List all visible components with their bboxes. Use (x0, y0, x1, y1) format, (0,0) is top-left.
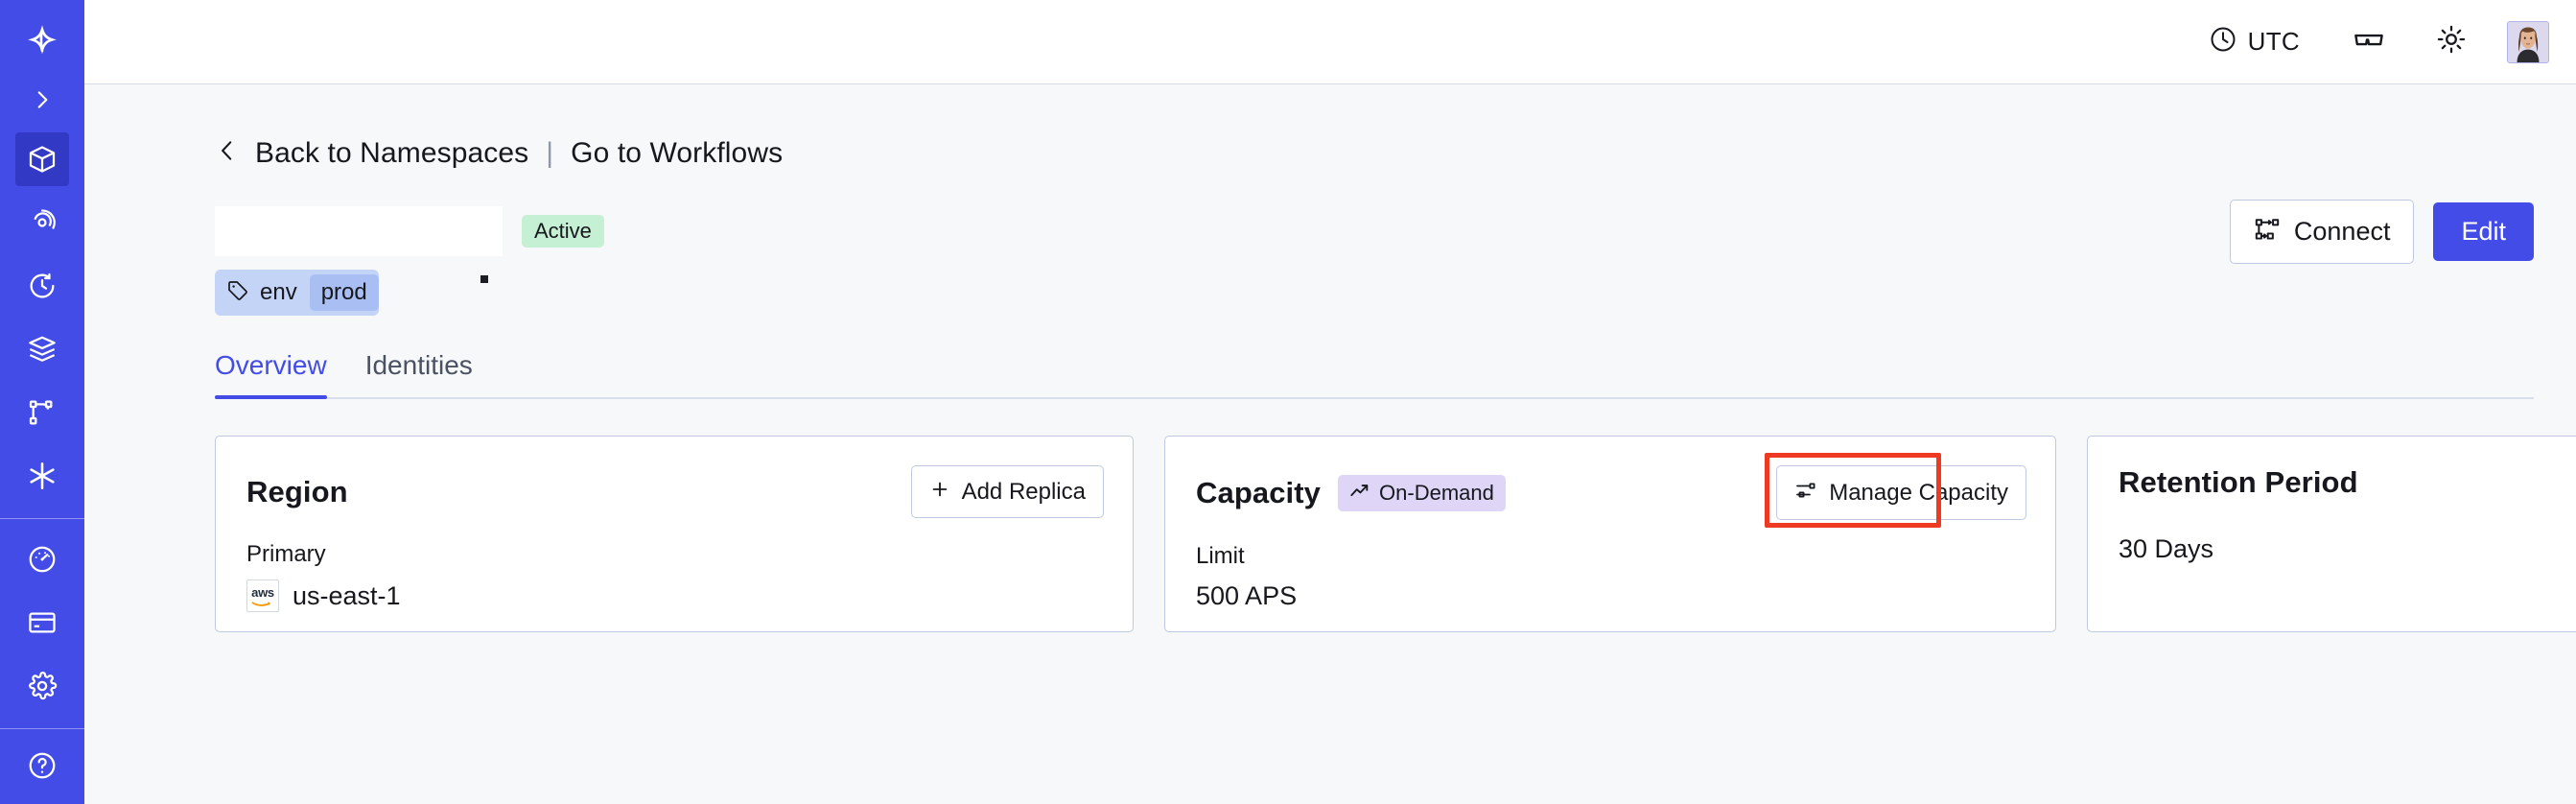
retention-card-header: Retention Period (2119, 465, 2576, 500)
add-replica-label: Add Replica (961, 478, 1086, 505)
topbar: UTC (84, 0, 2576, 84)
sidebar-item-billing[interactable] (15, 596, 69, 650)
retention-card: Retention Period 30 Days (2087, 436, 2576, 632)
glasses-icon (2353, 23, 2385, 60)
credit-card-icon (27, 607, 58, 638)
capacity-card-header: Capacity On-Demand (1196, 453, 2026, 528)
git-branch-icon (27, 397, 58, 428)
glasses-button[interactable] (2342, 15, 2396, 69)
flow-diagram-icon (2254, 216, 2281, 248)
connect-button-label: Connect (2293, 216, 2391, 246)
plus-icon (929, 479, 950, 505)
capacity-card: Capacity On-Demand (1164, 436, 2056, 632)
clock-icon (2209, 25, 2237, 59)
capacity-mode-badge: On-Demand (1338, 474, 1506, 511)
timezone-label: UTC (2247, 27, 2300, 56)
sidebar-item-usage[interactable] (15, 532, 69, 586)
tab-overview[interactable]: Overview (215, 350, 327, 399)
sidebar-item-observability[interactable] (15, 196, 69, 249)
sidebar-secondary-group (15, 523, 69, 713)
sidebar-item-nexus[interactable] (15, 386, 69, 439)
region-value-row: aws us-east-1 (246, 579, 1104, 612)
manage-capacity-label: Manage Capacity (1829, 479, 2008, 506)
timezone-selector[interactable]: UTC (2209, 25, 2300, 59)
namespace-header-row: Active Co (215, 199, 2534, 264)
sidebar-divider-2 (0, 728, 84, 729)
breadcrumb-separator: | (546, 136, 554, 169)
tag-icon (226, 279, 249, 307)
layers-icon (27, 334, 58, 365)
sidebar-item-namespaces[interactable] (15, 132, 69, 186)
chevron-right-icon (30, 87, 55, 112)
cube-icon (27, 144, 58, 175)
connect-button[interactable]: Connect (2229, 199, 2415, 264)
gauge-icon (27, 544, 58, 575)
tag-value: prod (309, 274, 379, 311)
spiral-eye-icon (27, 207, 58, 238)
retention-value: 30 Days (2119, 534, 2214, 563)
sidebar-divider-1 (0, 518, 84, 519)
region-primary-label: Primary (246, 541, 326, 567)
title-caret-dot (480, 275, 488, 283)
page-title (215, 206, 503, 256)
manage-capacity-button[interactable]: Manage Capacity (1776, 465, 2026, 520)
capacity-mode-label: On-Demand (1379, 480, 1494, 505)
sidebar-item-integrations[interactable] (15, 449, 69, 503)
capacity-card-title: Capacity (1196, 475, 1322, 509)
retention-card-title: Retention Period (2119, 465, 2358, 499)
breadcrumb-back-link[interactable]: Back to Namespaces (255, 136, 529, 169)
trending-up-icon (1349, 481, 1370, 506)
namespace-tags: env prod (215, 270, 2534, 316)
breadcrumb: Back to Namespaces | Go to Workflows (215, 84, 2534, 170)
temporal-logo-icon[interactable] (15, 15, 69, 65)
capacity-card-action: Manage Capacity (1765, 453, 2026, 528)
tab-identities[interactable]: Identities (364, 350, 473, 380)
sidebar (0, 0, 84, 804)
capacity-limit-value: 500 APS (1196, 581, 1298, 610)
region-value: us-east-1 (293, 580, 401, 610)
region-card-title: Region (246, 474, 348, 508)
sidebar-item-schedules[interactable] (15, 259, 69, 313)
sliders-icon (1794, 479, 1817, 507)
avatar[interactable] (2507, 20, 2549, 63)
sun-icon (2436, 24, 2467, 59)
gear-icon (27, 671, 58, 701)
region-card-action: Add Replica (910, 465, 1104, 518)
edit-button[interactable]: Edit (2433, 201, 2534, 261)
sidebar-item-workers[interactable] (15, 322, 69, 376)
header-actions: Connect Edit (2229, 199, 2534, 264)
status-badge: Active (522, 215, 604, 248)
avatar-image (2508, 21, 2548, 62)
region-card: Region Add Replica Primary (215, 436, 1134, 632)
chevron-left-icon[interactable] (215, 136, 240, 170)
main-content: Back to Namespaces | Go to Workflows Act… (84, 84, 2576, 804)
tag-chip-env[interactable]: env prod (215, 270, 379, 316)
clock-rewind-icon (27, 271, 58, 301)
sidebar-item-help[interactable] (15, 739, 69, 792)
overview-cards: Region Add Replica Primary (215, 436, 2576, 632)
edit-button-label: Edit (2461, 216, 2506, 246)
theme-toggle-button[interactable] (2424, 15, 2478, 69)
aws-logo-icon: aws (246, 579, 279, 612)
sidebar-expand-button[interactable] (15, 77, 69, 123)
asterisk-icon (26, 460, 59, 492)
region-card-header: Region Add Replica (246, 465, 1104, 518)
tab-bar: Overview Identities (215, 350, 2534, 399)
aws-swoosh (251, 602, 270, 606)
tag-key: env (260, 279, 297, 305)
breadcrumb-workflows-link[interactable]: Go to Workflows (571, 136, 784, 169)
help-circle-icon (27, 750, 58, 781)
capacity-limit-label: Limit (1196, 543, 1245, 569)
aws-logo-text: aws (251, 585, 274, 600)
sidebar-item-settings[interactable] (15, 659, 69, 713)
content-column: UTC (84, 0, 2576, 804)
add-replica-button[interactable]: Add Replica (910, 465, 1104, 518)
